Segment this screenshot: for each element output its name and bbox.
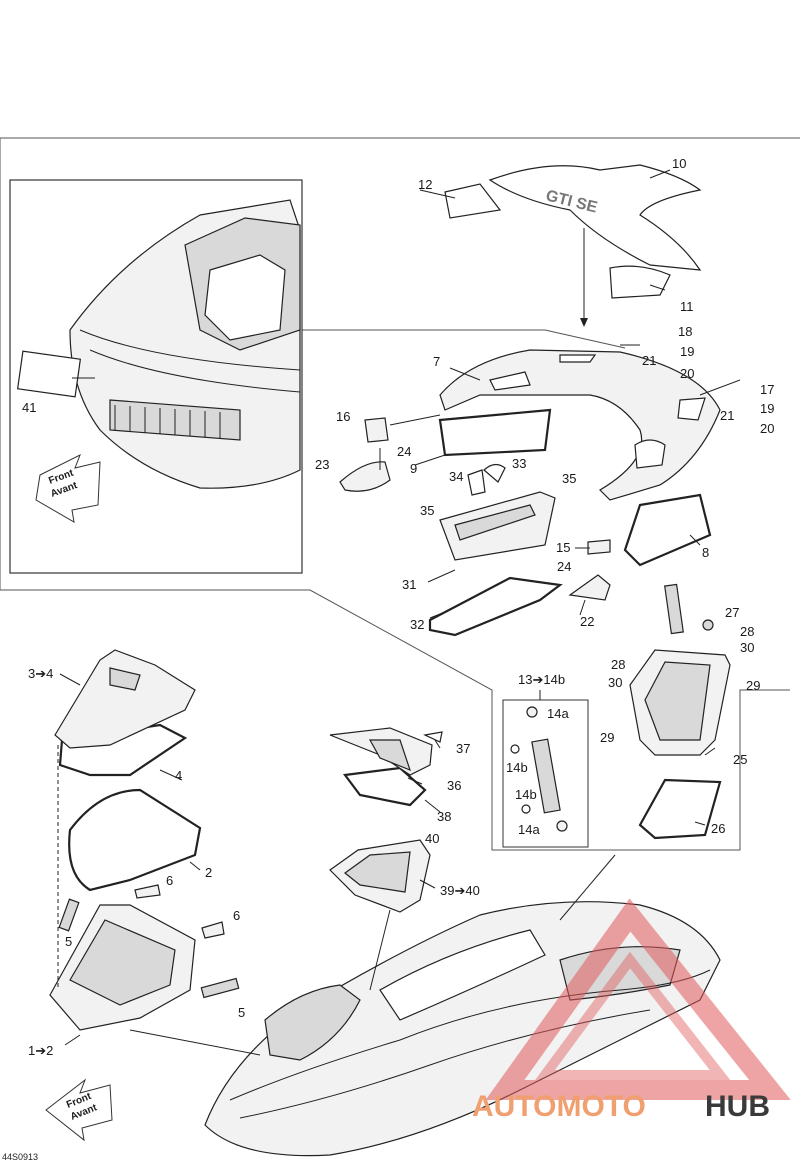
callout-26: 26 <box>711 821 725 836</box>
shock-detail <box>502 699 589 848</box>
callout-10: 10 <box>672 156 686 171</box>
watermark-text-1: AUTOMOTO <box>472 1090 646 1123</box>
callout-27: 27 <box>725 605 739 620</box>
callout-14a-bottom: 14a <box>518 822 540 837</box>
callout-5a: 5 <box>65 934 72 949</box>
inset-front-view: Front Avant <box>9 179 303 574</box>
callout-18: 18 <box>678 324 692 339</box>
callout-32: 32 <box>410 617 424 632</box>
center-parts <box>329 727 443 913</box>
front-arrow-bottom: Front Avant <box>45 1078 113 1142</box>
callout-29a: 29 <box>746 678 760 693</box>
watermark-text-2: HUB <box>705 1090 770 1123</box>
callout-2: 2 <box>205 865 212 880</box>
callout-17: 17 <box>760 382 774 397</box>
frame-lines <box>0 137 800 851</box>
callout-38: 38 <box>437 809 451 824</box>
storage-bin-31 <box>439 463 556 561</box>
callout-20a: 20 <box>680 366 694 381</box>
callout-24a: 24 <box>397 444 411 459</box>
callout-7: 7 <box>433 354 440 369</box>
callout-6b: 6 <box>233 908 240 923</box>
deck-cover-7 <box>439 349 721 501</box>
callout-22: 22 <box>580 614 594 629</box>
callout-11: 11 <box>680 299 694 314</box>
callout-21a: 21 <box>642 353 656 368</box>
callout-13: 13➔14b <box>518 672 565 687</box>
callout-14b-bottom: 14b <box>515 787 537 802</box>
callout-28a: 28 <box>740 624 754 639</box>
left-parts <box>49 649 240 1031</box>
callout-30b: 30 <box>608 675 622 690</box>
callout-36: 36 <box>447 778 461 793</box>
callout-20b: 20 <box>760 421 774 436</box>
callout-1: 1➔2 <box>28 1043 53 1058</box>
callout-35a: 35 <box>562 471 576 486</box>
callout-39: 39➔40 <box>440 883 480 898</box>
callout-3: 3➔4 <box>28 666 53 681</box>
callout-37: 37 <box>456 741 470 756</box>
small-brackets <box>339 417 611 601</box>
callout-16: 16 <box>336 409 350 424</box>
callout-31: 31 <box>402 577 416 592</box>
callout-4: 4 <box>175 768 182 783</box>
rear-bin-25 <box>629 583 731 756</box>
callout-30a: 30 <box>740 640 754 655</box>
callout-6a: 6 <box>166 873 173 888</box>
callout-41: 41 <box>22 400 36 415</box>
callout-5b: 5 <box>238 1005 245 1020</box>
callout-19b: 19 <box>760 401 774 416</box>
callout-28b: 28 <box>611 657 625 672</box>
callout-12: 12 <box>418 177 432 192</box>
callout-35b: 35 <box>420 503 434 518</box>
callout-23: 23 <box>315 457 329 472</box>
decal-set: GTI SE <box>444 164 702 327</box>
callout-14a-top: 14a <box>547 706 569 721</box>
callout-34: 34 <box>449 469 463 484</box>
callout-19a: 19 <box>680 344 694 359</box>
gaskets <box>58 408 722 892</box>
callout-14b-top: 14b <box>506 760 528 775</box>
callout-40: 40 <box>425 831 439 846</box>
callout-29b: 29 <box>600 730 614 745</box>
callout-33: 33 <box>512 456 526 471</box>
callout-15: 15 <box>556 540 570 555</box>
callout-24b: 24 <box>557 559 571 574</box>
watermark-logo: AUTOMOTO HUB <box>472 898 791 1123</box>
callout-8: 8 <box>702 545 709 560</box>
diagram-code: 44S0913 <box>2 1152 39 1162</box>
leader-lines <box>59 169 741 1056</box>
callout-9: 9 <box>410 461 417 476</box>
callout-25: 25 <box>733 752 747 767</box>
callout-labels: 1➔2 2 3➔4 4 5 5 6 6 7 8 9 10 11 12 13➔14… <box>22 156 774 1058</box>
callout-21b: 21 <box>720 408 734 423</box>
